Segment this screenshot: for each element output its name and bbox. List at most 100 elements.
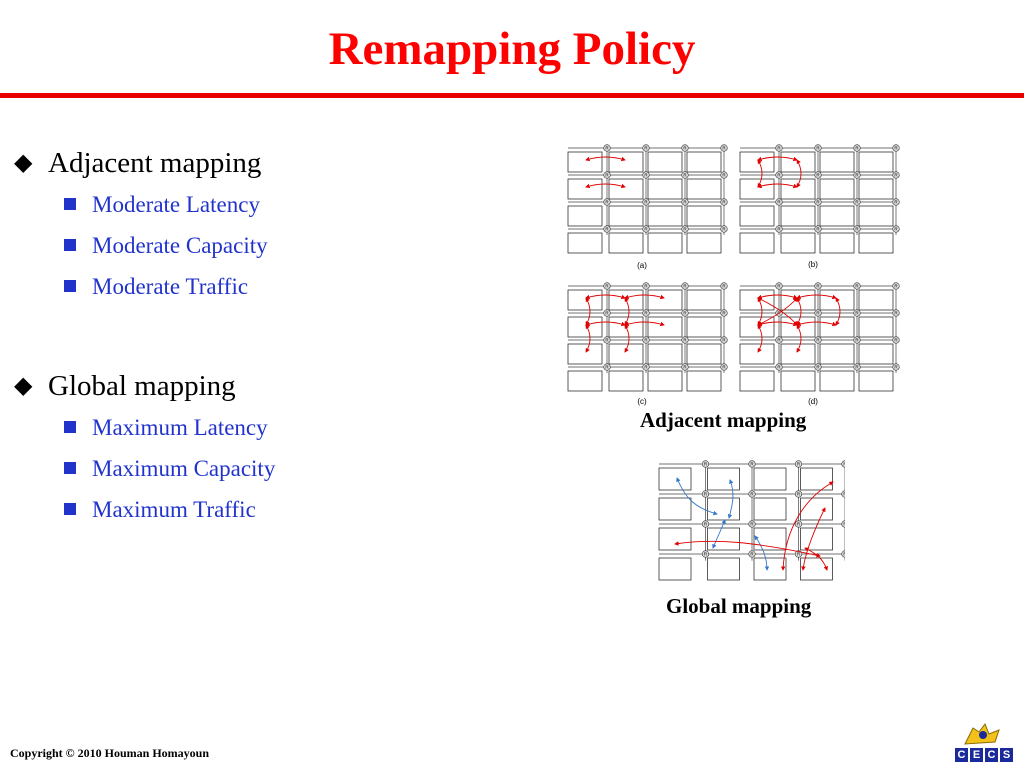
core-box <box>753 497 787 521</box>
core-box <box>608 151 644 173</box>
router-node <box>720 336 728 344</box>
remap-arrow <box>585 156 626 162</box>
core-box <box>739 343 775 365</box>
router-node <box>603 363 611 371</box>
router-label: R <box>894 146 898 151</box>
router-label: R <box>605 200 609 205</box>
router-label: R <box>843 492 845 497</box>
router-label: R <box>722 173 726 178</box>
router-label: R <box>704 522 708 527</box>
sub-bullet: Maximum Traffic <box>14 495 534 536</box>
router-node <box>853 336 861 344</box>
remap-arrow <box>796 324 802 353</box>
router-label: R <box>855 338 859 343</box>
core-box <box>567 151 603 173</box>
router-node <box>892 282 900 290</box>
router-node <box>853 225 861 233</box>
router-node <box>720 309 728 317</box>
core-box <box>753 467 787 491</box>
router-node <box>681 282 689 290</box>
core-box <box>707 527 740 551</box>
core-box <box>800 557 833 581</box>
core-box <box>686 370 722 392</box>
router-node <box>720 225 728 233</box>
remap-arrow <box>624 297 630 326</box>
router-node <box>853 309 861 317</box>
router-node <box>853 198 861 206</box>
bullet-global-mapping: ◆Global mapping <box>14 370 236 402</box>
square-bullet-icon <box>64 503 76 515</box>
logo-letter: C <box>985 748 998 762</box>
core-box <box>800 527 833 551</box>
router-node <box>681 225 689 233</box>
router-node <box>720 198 728 206</box>
router-label: R <box>843 462 845 467</box>
core-box <box>647 205 683 227</box>
router-label: R <box>816 200 820 205</box>
remap-arrow <box>757 324 763 353</box>
core-box <box>686 205 722 227</box>
panel-label-a: (a) <box>637 261 647 270</box>
router-node <box>681 144 689 152</box>
core-box <box>819 205 855 227</box>
router-label: R <box>816 227 820 232</box>
square-bullet-icon <box>64 462 76 474</box>
router-label: R <box>683 365 687 370</box>
router-label: R <box>644 311 648 316</box>
square-bullet-icon <box>64 280 76 292</box>
core-box <box>707 557 740 581</box>
core-box <box>608 205 644 227</box>
router-node <box>720 282 728 290</box>
remap-arrow <box>757 183 798 189</box>
core-box <box>647 151 683 173</box>
router-node <box>814 282 822 290</box>
router-label: R <box>816 173 820 178</box>
router-node <box>603 144 611 152</box>
router-label: R <box>750 522 754 527</box>
router-label: R <box>605 227 609 232</box>
router-node <box>775 144 783 152</box>
core-box <box>658 467 692 491</box>
core-box <box>608 343 644 365</box>
router-label: R <box>777 338 781 343</box>
router-label: R <box>644 227 648 232</box>
router-label: R <box>777 173 781 178</box>
slide-title: Remapping Policy <box>328 23 696 75</box>
router-label: R <box>855 227 859 232</box>
router-label: R <box>777 227 781 232</box>
router-node <box>814 309 822 317</box>
router-label: R <box>644 146 648 151</box>
router-label: R <box>722 365 726 370</box>
router-node <box>642 198 650 206</box>
router-label: R <box>777 284 781 289</box>
bullet-list: ◆Adjacent mapping Moderate Latency Moder… <box>14 146 534 536</box>
core-box <box>780 205 816 227</box>
router-node <box>892 144 900 152</box>
router-node <box>892 336 900 344</box>
copyright-footer: Copyright © 2010 Houman Homayoun <box>10 746 209 760</box>
router-node <box>814 225 822 233</box>
core-box <box>686 289 722 311</box>
panel-label-d: (d) <box>808 397 818 406</box>
mascot-icon <box>964 722 1000 745</box>
router-node <box>720 171 728 179</box>
router-label: R <box>722 200 726 205</box>
router-label: R <box>855 200 859 205</box>
router-node <box>853 144 861 152</box>
core-box <box>858 316 894 338</box>
remap-arrow <box>757 294 798 300</box>
router-label: R <box>683 173 687 178</box>
core-box <box>819 316 855 338</box>
core-box <box>780 370 816 392</box>
core-box <box>608 178 644 200</box>
core-box <box>739 205 775 227</box>
core-box <box>567 370 603 392</box>
router-label: R <box>894 311 898 316</box>
core-box <box>780 232 816 254</box>
router-label: R <box>605 146 609 151</box>
remap-arrow <box>727 479 734 519</box>
router-node <box>892 198 900 206</box>
router-node <box>794 460 803 468</box>
router-node <box>814 144 822 152</box>
